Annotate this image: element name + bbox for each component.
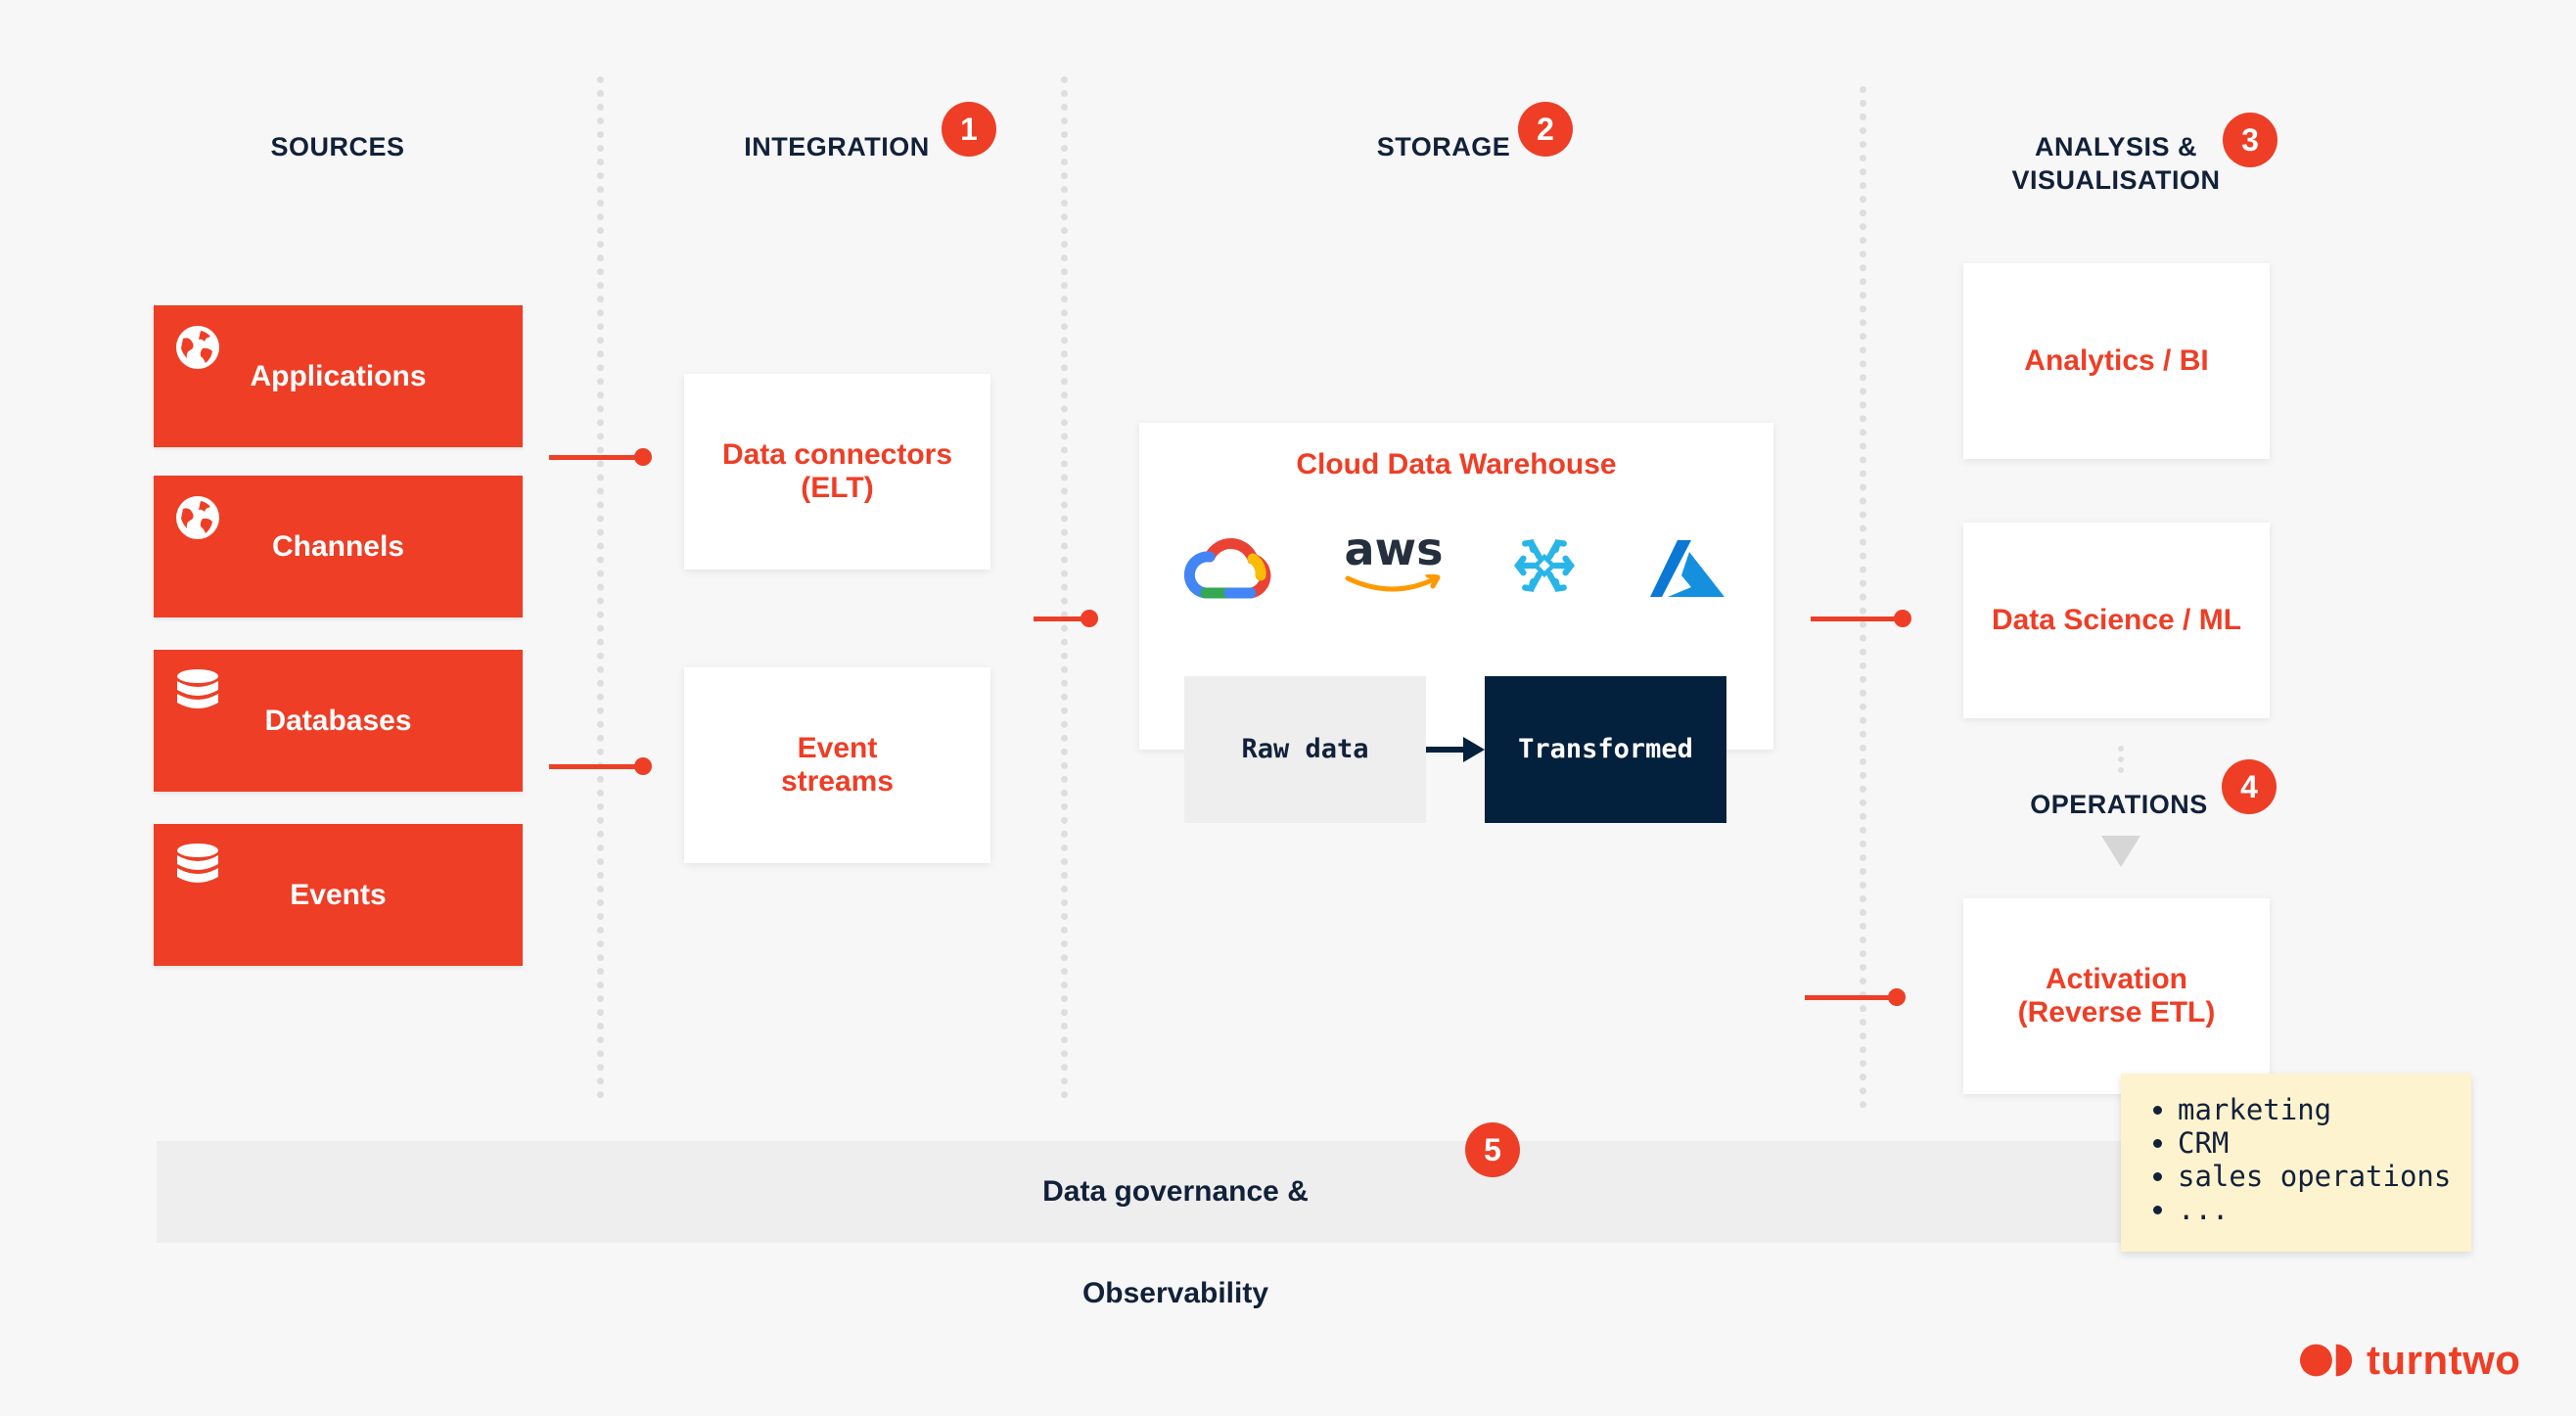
list-item: ... bbox=[2178, 1193, 2471, 1226]
globe-icon bbox=[176, 496, 219, 539]
card-label: Data Science / ML bbox=[1991, 604, 2242, 636]
source-label: Applications bbox=[250, 359, 427, 392]
aws-logo: aws bbox=[1340, 524, 1448, 602]
step-badge-3: 3 bbox=[2223, 113, 2277, 167]
card-event-streams[interactable]: Event streams bbox=[684, 667, 990, 863]
column-title-analysis-line2: VISUALISATION bbox=[2011, 165, 2221, 195]
list-item: CRM bbox=[2178, 1126, 2471, 1160]
warehouse-title: Cloud Data Warehouse bbox=[1296, 448, 1617, 480]
source-label: Databases bbox=[264, 704, 412, 737]
divider-storage-analysis bbox=[1860, 86, 1866, 1109]
column-title-integration: INTEGRATION bbox=[744, 132, 930, 161]
arrow-right-icon bbox=[1426, 737, 1485, 762]
column-title-analysis-line1: ANALYSIS & bbox=[2034, 132, 2198, 161]
card-label: Analytics / BI bbox=[2024, 344, 2209, 377]
brand-logo[interactable]: turntwo bbox=[2300, 1337, 2520, 1384]
aws-smile-icon bbox=[1345, 574, 1441, 592]
column-title-analysis: ANALYSIS & VISUALISATION bbox=[1979, 130, 2253, 197]
snowflake-icon bbox=[1514, 539, 1575, 592]
database-icon bbox=[177, 844, 218, 883]
card-analytics-bi[interactable]: Analytics / BI bbox=[1963, 263, 2270, 459]
connector-dot bbox=[1081, 610, 1098, 627]
governance-label: Data governance & Observability bbox=[1042, 1175, 1309, 1309]
card-cloud-data-warehouse[interactable]: Cloud Data Warehouse aws Raw data bbox=[1139, 423, 1773, 823]
governance-bar: Data governance & Observability bbox=[157, 1141, 2192, 1309]
source-events[interactable]: Events bbox=[154, 824, 523, 966]
connector-dot bbox=[634, 757, 652, 775]
card-label: Data connectors (ELT) bbox=[721, 438, 953, 504]
brand-name: turntwo bbox=[2367, 1337, 2521, 1383]
raw-data-label: Raw data bbox=[1241, 734, 1369, 764]
arrow-down-icon bbox=[2101, 836, 2140, 867]
connector-dot bbox=[634, 448, 652, 466]
transformed-label: Transformed bbox=[1518, 734, 1693, 764]
card-label: Activation (Reverse ETL) bbox=[2017, 963, 2216, 1028]
operations-dotted-link bbox=[2118, 746, 2124, 773]
source-applications[interactable]: Applications bbox=[154, 305, 523, 447]
connector-dot bbox=[1894, 610, 1911, 627]
card-data-science-ml[interactable]: Data Science / ML bbox=[1963, 523, 2270, 718]
raw-data-box: Raw data bbox=[1184, 676, 1426, 823]
connector-dot bbox=[1888, 988, 1906, 1006]
connector-line bbox=[1805, 995, 1893, 1000]
step-badge-2: 2 bbox=[1518, 102, 1573, 157]
connector-line bbox=[1034, 617, 1085, 621]
aws-logo-text: aws bbox=[1344, 523, 1444, 575]
card-data-connectors[interactable]: Data connectors (ELT) bbox=[684, 374, 990, 570]
divider-sources-integration bbox=[597, 76, 604, 1099]
source-databases[interactable]: Databases bbox=[154, 650, 523, 792]
step-badge-1: 1 bbox=[942, 102, 996, 157]
activation-uses-list: marketing CRM sales operations ... bbox=[2121, 1073, 2471, 1226]
azure-icon bbox=[1650, 540, 1725, 597]
globe-icon bbox=[176, 326, 219, 369]
card-activation[interactable]: Activation (Reverse ETL) bbox=[1963, 898, 2270, 1094]
column-title-storage: STORAGE bbox=[1376, 132, 1511, 161]
step-badge-4: 4 bbox=[2222, 759, 2277, 814]
connector-line bbox=[1811, 617, 1899, 621]
step-badge-5: 5 bbox=[1465, 1122, 1520, 1177]
column-title-sources: SOURCES bbox=[270, 132, 405, 161]
divider-integration-storage bbox=[1061, 76, 1068, 1099]
connector-line bbox=[549, 455, 643, 460]
operations-title: OPERATIONS bbox=[2030, 790, 2208, 819]
source-label: Channels bbox=[271, 529, 405, 563]
transformed-box: Transformed bbox=[1485, 676, 1726, 823]
turntwo-logo-icon bbox=[2300, 1344, 2353, 1377]
activation-uses-note: marketing CRM sales operations ... bbox=[2121, 1073, 2471, 1252]
list-item: sales operations bbox=[2178, 1160, 2471, 1193]
source-channels[interactable]: Channels bbox=[154, 476, 523, 617]
database-icon bbox=[177, 669, 218, 708]
google-cloud-icon bbox=[1184, 538, 1271, 599]
source-label: Events bbox=[290, 878, 387, 911]
list-item: marketing bbox=[2178, 1093, 2471, 1126]
card-label: Event streams bbox=[780, 732, 895, 798]
connector-line bbox=[549, 764, 643, 769]
